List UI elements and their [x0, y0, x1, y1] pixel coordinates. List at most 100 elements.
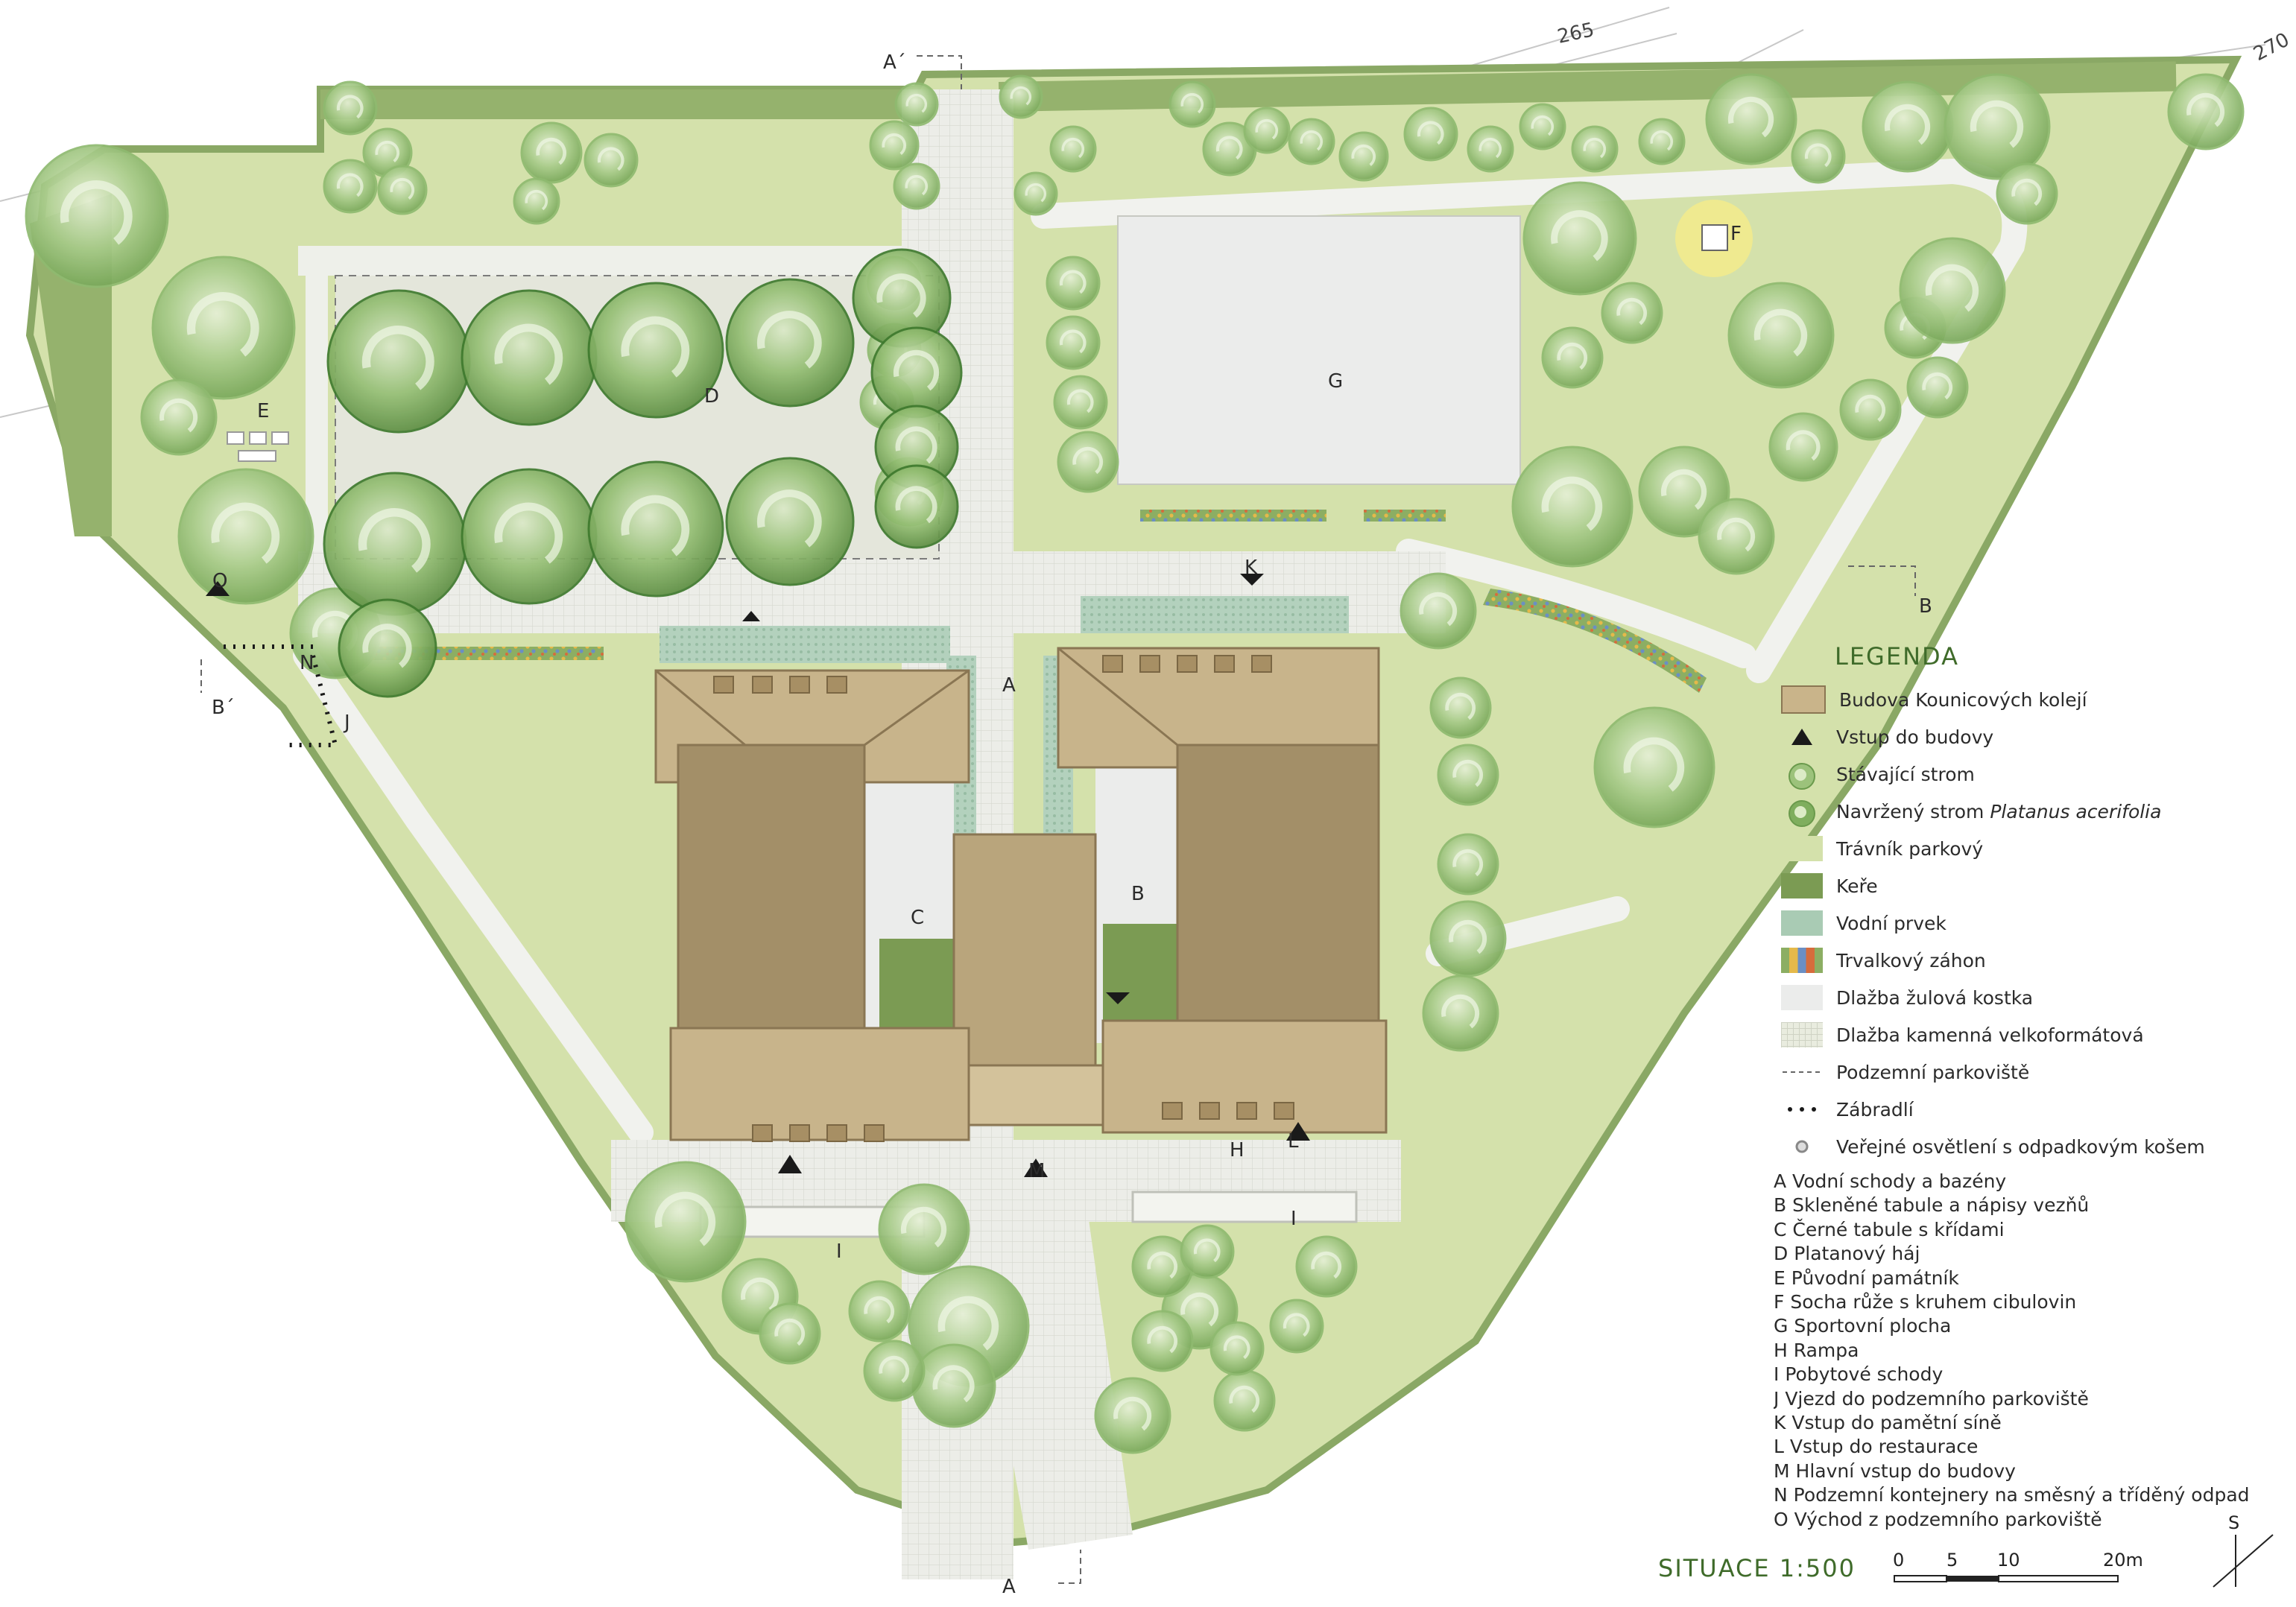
- tree-canopy: [1213, 1369, 1276, 1432]
- legend-code-item: B Skleněné tabule a nápisy vezňů: [1774, 1194, 2090, 1217]
- tree-canopy: [1571, 125, 1619, 173]
- scale-block: SITUACE 1:500: [1658, 1554, 1856, 1582]
- north-arrow-label: S: [2228, 1512, 2239, 1533]
- tree-canopy: [1791, 129, 1846, 184]
- legend-label: Keře: [1836, 875, 1878, 897]
- tree-canopy: [1996, 162, 2058, 225]
- legend-label: Vodní prvek: [1836, 912, 1946, 934]
- legend-code-item: H Rampa: [1774, 1339, 1859, 1361]
- legend-label: Zábradlí: [1836, 1098, 1914, 1121]
- tree-canopy: [878, 1183, 970, 1275]
- section-mark-a: A: [1002, 1576, 1016, 1598]
- tree-canopy: [377, 165, 428, 215]
- legend-code-item: C Černé tabule s křídami: [1774, 1218, 2005, 1240]
- zone-label-k: K: [1245, 557, 1258, 579]
- tree-canopy: [1511, 446, 1634, 568]
- legend-item: Trvalkový záhon: [1774, 942, 2295, 979]
- tree-canopy: [1944, 73, 2051, 180]
- legend-label: Navržený strom Platanus acerifolia: [1836, 800, 2162, 822]
- trees: [25, 73, 2245, 1454]
- tree-canopy: [1429, 676, 1492, 739]
- legend-item: Stávající strom: [1774, 755, 2295, 793]
- zone-label-f: F: [1730, 223, 1742, 245]
- zone-label-i-west: I: [836, 1240, 842, 1263]
- tree-canopy: [1168, 80, 1216, 128]
- legend-swatch: [1781, 948, 1823, 973]
- legend-label: Stávající strom: [1836, 763, 1975, 785]
- legend-code-item: J Vjezd do podzemního parkoviště: [1774, 1387, 2089, 1410]
- zone-label-g: G: [1328, 370, 1343, 393]
- tree-canopy: [1437, 744, 1499, 806]
- legend-swatch: [1781, 1134, 1823, 1159]
- tree-canopy: [584, 133, 639, 188]
- zone-b-courtyard-lawn: [1103, 924, 1177, 1021]
- legend-item: Trávník parkový: [1774, 830, 2295, 867]
- legend-label: Trvalkový záhon: [1836, 949, 1986, 972]
- tree-canopy: [1768, 412, 1838, 482]
- zone-label-e: E: [257, 400, 269, 422]
- zone-label-j: J: [343, 711, 350, 734]
- legend-swatch: [1781, 1059, 1823, 1085]
- scale-tick-20: 20m: [2103, 1550, 2143, 1570]
- tree-canopy: [1243, 107, 1291, 154]
- tree-canopy: [338, 598, 437, 698]
- north-arrow: S: [2213, 1512, 2274, 1588]
- tree-canopy: [1698, 498, 1775, 575]
- legend-label: Vstup do budovy: [1836, 726, 1994, 748]
- legend-item: Dlažba kamenná velkoformátová: [1774, 1016, 2295, 1053]
- legend-label: Budova Kounicových kolejí: [1839, 688, 2087, 711]
- tree-canopy: [1131, 1310, 1194, 1372]
- legend-code-item: O Východ z podzemního parkoviště: [1774, 1508, 2102, 1530]
- tree-canopy: [1094, 1377, 1171, 1454]
- legend-item: Vodní prvek: [1774, 904, 2295, 942]
- tree-canopy: [999, 75, 1043, 119]
- tree-canopy: [1400, 572, 1477, 650]
- tree-canopy: [1437, 833, 1499, 896]
- tree-canopy: [1862, 80, 1954, 173]
- zone-label-o: O: [212, 570, 227, 592]
- tree-canopy: [1209, 1321, 1265, 1376]
- tree-canopy: [1839, 378, 1902, 441]
- legend-label: Dlažba kamenná velkoformátová: [1836, 1024, 2144, 1046]
- legend-code-item: N Podzemní kontejnery na směsný a tříděn…: [1774, 1484, 2250, 1506]
- tree-canopy: [893, 162, 940, 210]
- tree-canopy: [25, 144, 169, 288]
- scale-tick-5: 5: [1946, 1550, 1958, 1570]
- tree-canopy: [140, 378, 218, 456]
- tree-canopy: [725, 457, 855, 586]
- tree-canopy: [1338, 131, 1389, 182]
- tree-canopy: [1046, 256, 1101, 311]
- tree-canopy: [323, 159, 378, 214]
- tree-canopy: [863, 1340, 926, 1402]
- tree-canopy: [1046, 315, 1101, 370]
- path-top-south: [298, 246, 939, 276]
- tree-canopy: [1705, 73, 1797, 165]
- tree-canopy: [177, 468, 314, 605]
- tree-canopy: [1429, 900, 1507, 977]
- tree-canopy: [1541, 326, 1604, 389]
- section-lines: [200, 55, 1916, 1584]
- railings: [224, 644, 338, 747]
- tree-canopy: [1899, 237, 2006, 344]
- legend-item: Keře: [1774, 867, 2295, 904]
- tree-canopy: [323, 80, 378, 136]
- zone-labels: A B C D E F G H I I J K L M N O: [212, 223, 1742, 1263]
- tree-canopy: [1601, 282, 1663, 344]
- tree-canopy: [1519, 103, 1566, 150]
- scale-tick-10: 10: [1997, 1550, 2020, 1570]
- legend-code-item: K Vstup do pamětní síně: [1774, 1412, 2002, 1434]
- tree-canopy: [1467, 125, 1514, 173]
- legend-swatch: [1781, 761, 1823, 790]
- tree-canopy: [151, 256, 296, 400]
- legend-item: Veřejné osvětlení s odpadkovým košem: [1774, 1128, 2295, 1165]
- zone-g-sports-field: [1117, 215, 1521, 485]
- tree-canopy: [323, 472, 467, 616]
- legend-swatch: [1781, 799, 1823, 827]
- tree-canopy: [1057, 431, 1119, 493]
- tree-canopy: [520, 121, 583, 184]
- tree-canopy: [894, 82, 939, 127]
- legend-swatch: [1781, 910, 1823, 936]
